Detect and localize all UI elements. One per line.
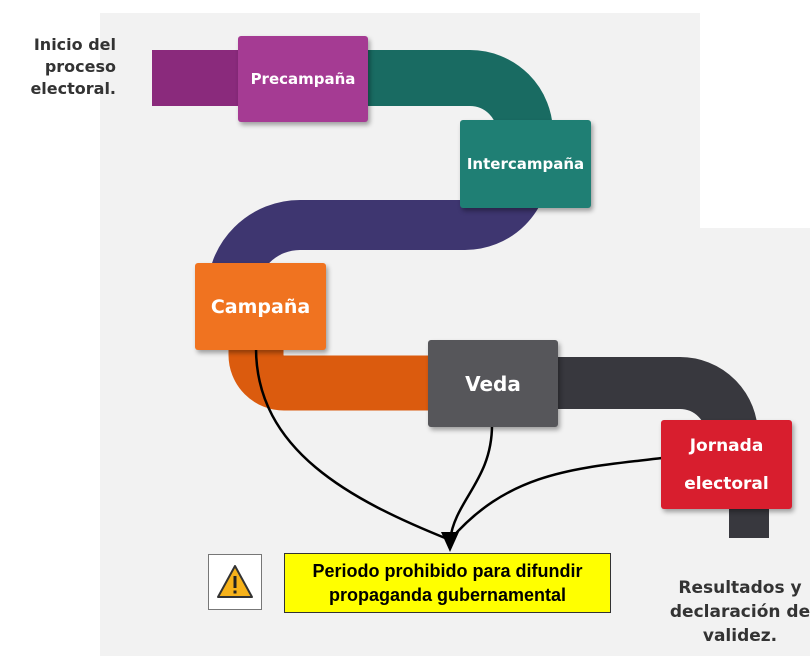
stage-label-campana: Campaña — [210, 295, 311, 318]
stage-precampana: Precampaña — [238, 36, 368, 122]
warning-triangle-icon — [217, 565, 253, 598]
arrow-from-jornada — [449, 456, 663, 541]
stage-veda: Veda — [428, 340, 558, 427]
stage-intercampana: Intercampaña — [460, 120, 591, 208]
stage-label-jornada-line1: Jornada — [689, 435, 764, 456]
diagram-panel-top — [100, 13, 700, 230]
start-label: Inicio del proceso electoral. — [30, 35, 116, 98]
arrowhead — [441, 532, 459, 552]
stage-label-veda: Veda — [465, 371, 521, 396]
stage-jornada-electoral: Jornada electoral — [661, 420, 792, 509]
stage-label-precampana: Precampaña — [250, 70, 356, 88]
arrow-from-veda — [448, 424, 494, 541]
notice-line1: Periodo prohibido para difundir — [312, 561, 583, 581]
warning-box — [208, 554, 262, 610]
notice-line2: propaganda gubernamental — [328, 585, 567, 605]
stage-label-jornada-line2: electoral — [684, 473, 769, 494]
end-label: Resultados y declaración de validez. — [669, 578, 810, 646]
arrow-from-campana — [254, 347, 451, 542]
stage-campana: Campaña — [195, 263, 326, 350]
prohibited-period-notice: Periodo prohibido para difundir propagan… — [284, 553, 611, 613]
stage-label-intercampana: Intercampaña — [466, 155, 585, 173]
